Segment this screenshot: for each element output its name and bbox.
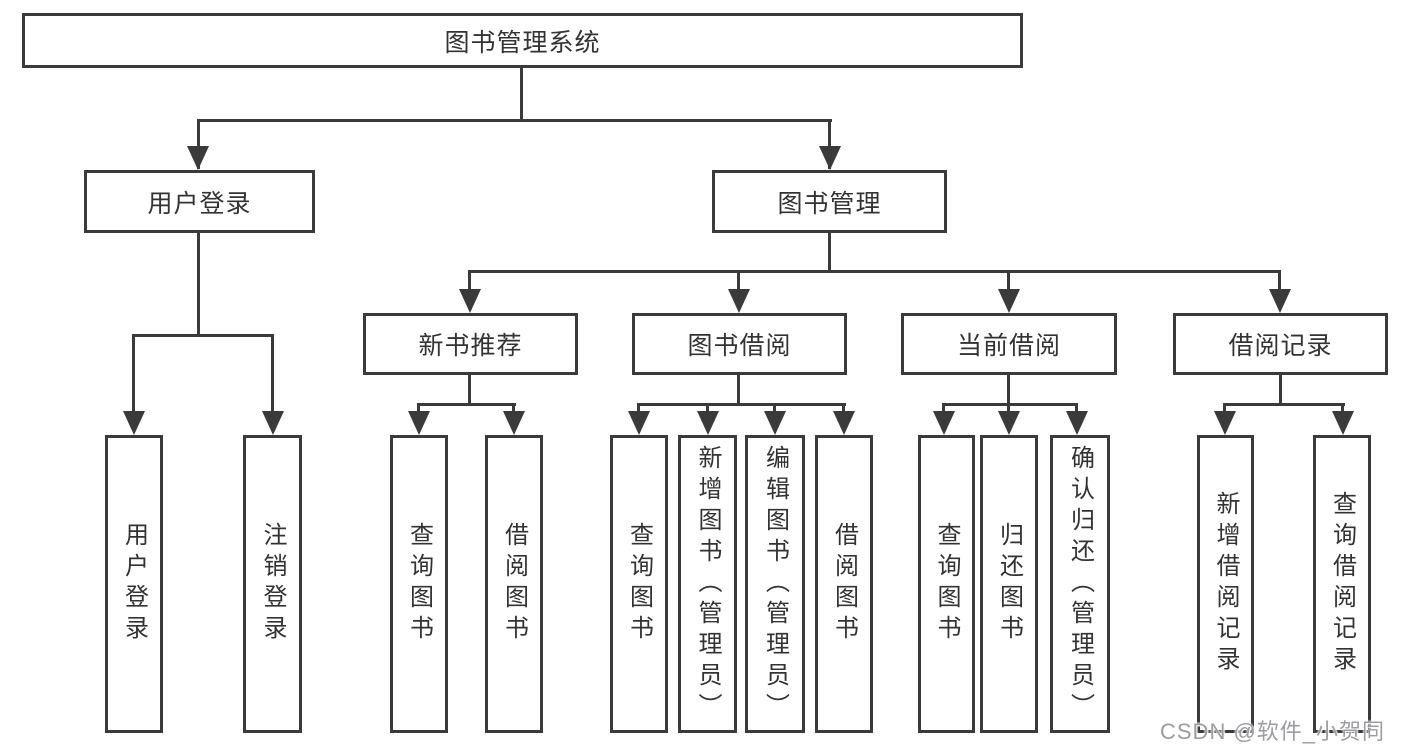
- node-borrowing-records: 借阅记录: [1173, 313, 1388, 375]
- connector-userlogin-trunk: [197, 233, 200, 337]
- connector-drop: [737, 270, 740, 295]
- connector-borrow-branch: [637, 403, 846, 406]
- connector-drop: [417, 403, 420, 415]
- arrowhead-down-icon: [697, 411, 719, 435]
- connector-drop: [637, 403, 640, 415]
- connector-drop: [197, 119, 200, 169]
- connector-userlogin-branch: [132, 334, 274, 337]
- connector-bookmgmt-branch: [468, 270, 1280, 273]
- connector-drop: [1223, 403, 1226, 415]
- arrowhead-down-icon: [933, 411, 955, 435]
- arrowhead-down-icon: [764, 411, 786, 435]
- arrowhead-down-icon: [728, 289, 750, 313]
- connector-root-branch: [197, 119, 832, 122]
- arrowhead-down-icon: [262, 411, 284, 435]
- connector-drop: [1278, 270, 1281, 295]
- connector-drop: [706, 403, 709, 415]
- leaf-add-borrow-record: 新增借阅记录: [1197, 435, 1254, 733]
- connector-root-trunk: [520, 68, 523, 121]
- arrowhead-down-icon: [833, 411, 855, 435]
- connector-drop: [1341, 403, 1344, 415]
- connector-drop: [512, 403, 515, 415]
- leaf-query-books-2: 查询图书: [610, 435, 668, 733]
- arrowhead-down-icon: [1066, 411, 1088, 435]
- connector-bookmgmt-trunk: [828, 233, 831, 273]
- node-user-login: 用户登录: [84, 170, 315, 233]
- arrowhead-down-icon: [998, 289, 1020, 313]
- leaf-query-books-1: 查询图书: [390, 435, 448, 733]
- connector-newbook-trunk: [468, 375, 471, 406]
- arrowhead-down-icon: [1269, 289, 1291, 313]
- leaf-query-books-3: 查询图书: [918, 435, 975, 733]
- connector-records-branch: [1223, 403, 1345, 406]
- node-library-system: 图书管理系统: [22, 13, 1023, 68]
- connector-drop: [828, 119, 831, 169]
- leaf-user-login: 用户登录: [105, 435, 163, 733]
- csdn-watermark: CSDN @软件_小贺同学: [1160, 719, 1386, 744]
- connector-borrow-trunk: [737, 375, 740, 406]
- connector-drop: [942, 403, 945, 415]
- arrowhead-down-icon: [628, 411, 650, 435]
- connector-drop: [468, 270, 471, 295]
- connector-drop: [271, 334, 274, 414]
- arrowhead-down-icon: [503, 411, 525, 435]
- connector-drop: [132, 334, 135, 414]
- connector-current-branch: [942, 403, 1078, 406]
- connector-drop: [1007, 403, 1010, 415]
- leaf-logout: 注销登录: [243, 435, 302, 733]
- connector-current-trunk: [1007, 375, 1010, 406]
- connector-records-trunk: [1279, 375, 1282, 406]
- arrowhead-down-icon: [819, 146, 841, 170]
- leaf-edit-book-admin: 编辑图书（管理员）: [745, 435, 805, 733]
- arrowhead-down-icon: [998, 411, 1020, 435]
- arrowhead-down-icon: [1214, 411, 1236, 435]
- leaf-borrow-books-1: 借阅图书: [485, 435, 543, 733]
- node-new-book-recommend: 新书推荐: [363, 313, 578, 375]
- arrowhead-down-icon: [1332, 411, 1354, 435]
- leaf-confirm-return-admin: 确认归还（管理员）: [1050, 435, 1110, 733]
- leaf-borrow-books-2: 借阅图书: [815, 435, 873, 733]
- node-book-borrowing: 图书借阅: [632, 313, 847, 375]
- connector-newbook-branch: [417, 403, 516, 406]
- arrowhead-down-icon: [187, 146, 209, 170]
- connector-drop: [773, 403, 776, 415]
- node-current-borrowing: 当前借阅: [901, 313, 1117, 375]
- leaf-add-book-admin: 新增图书（管理员）: [678, 435, 737, 733]
- arrowhead-down-icon: [123, 411, 145, 435]
- node-book-management: 图书管理: [712, 170, 947, 233]
- connector-drop: [1007, 270, 1010, 295]
- leaf-query-borrow-record: 查询借阅记录: [1313, 435, 1371, 733]
- connector-drop: [842, 403, 845, 415]
- leaf-return-books: 归还图书: [980, 435, 1038, 733]
- connector-drop: [1075, 403, 1078, 415]
- arrowhead-down-icon: [408, 411, 430, 435]
- arrowhead-down-icon: [459, 289, 481, 313]
